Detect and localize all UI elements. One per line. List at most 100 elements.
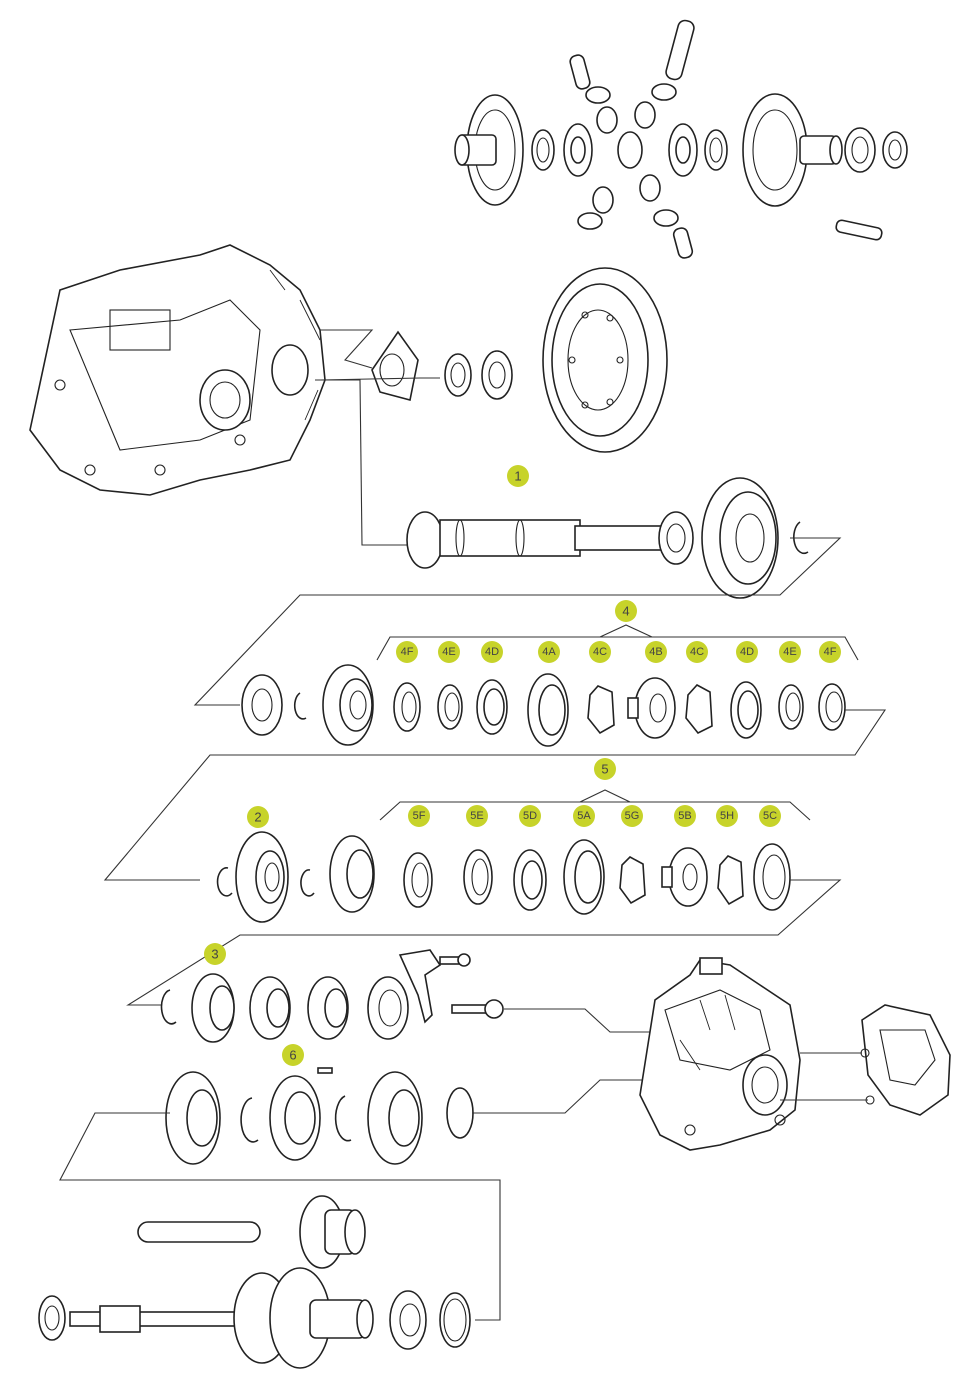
badge-1: 1 (507, 465, 529, 487)
badge-4B: 4B (645, 641, 667, 663)
gear-3 (191, 973, 235, 1043)
final-drive-gear (701, 477, 779, 599)
input-snap-ring (439, 1292, 471, 1348)
svg-text:5A: 5A (577, 810, 591, 822)
badge-5G: 5G (621, 805, 643, 827)
badge-4C-b: 4C (686, 641, 708, 663)
differential-washers (577, 83, 679, 230)
gear-row6-b (367, 1071, 423, 1165)
output-seal (882, 131, 908, 169)
side-gear-right (668, 123, 698, 177)
snap-ring-row5-b (300, 869, 315, 897)
leader-housing-plate (320, 329, 374, 369)
bracket-4 (376, 636, 859, 661)
leader-bolt (504, 1008, 660, 1033)
gear-row4 (322, 664, 374, 746)
svg-text:4F: 4F (401, 646, 414, 658)
svg-text:5: 5 (601, 762, 608, 777)
differential-bearing-right (704, 129, 728, 171)
badge-4E-b: 4E (779, 641, 801, 663)
badge-5C: 5C (759, 805, 781, 827)
svg-text:6: 6 (289, 1048, 296, 1063)
leader-row6-left (59, 1112, 501, 1321)
leader-row4 (103, 709, 887, 881)
snap-ring-row5-a (216, 867, 233, 897)
cluster-gear-small (299, 1195, 366, 1269)
synchro-ring-4E-a (437, 684, 463, 730)
snap-ring-row3 (160, 989, 177, 1025)
planet-gears (592, 101, 661, 214)
gear-row3-c (307, 976, 349, 1040)
badge-5D: 5D (519, 805, 541, 827)
differential-assembly (454, 19, 908, 259)
badge-3: 3 (204, 943, 226, 965)
svg-text:4C: 4C (593, 646, 607, 658)
badge-5: 5 (594, 758, 616, 780)
gear-row5 (329, 835, 375, 913)
bracket-5-stem (579, 789, 631, 803)
gear-row6-a (165, 1071, 221, 1165)
spring-5G (619, 856, 646, 905)
svg-text:5C: 5C (763, 810, 777, 822)
synchro-ring-4F-b (818, 683, 846, 731)
synchro-5D (513, 849, 547, 911)
leader-row6 (472, 1079, 660, 1114)
gear-6 (269, 1075, 321, 1161)
badge-5H: 5H (716, 805, 738, 827)
badge-6: 6 (282, 1044, 304, 1066)
clip-bolt (439, 953, 471, 967)
bracket-5 (379, 801, 811, 821)
bearing-row4 (241, 674, 283, 736)
synchro-ring-4D-b (730, 681, 762, 739)
svg-text:4D: 4D (740, 646, 754, 658)
badge-5A: 5A (573, 805, 595, 827)
pinion-shaft (406, 511, 666, 569)
synchro-sleeve-4A (527, 673, 569, 747)
badge-5B: 5B (674, 805, 696, 827)
spring-5H (717, 855, 744, 906)
badge-2: 2 (247, 806, 269, 828)
output-bearing (844, 127, 876, 173)
synchro-ring-4D-a (476, 679, 508, 735)
gear-row3-b (249, 976, 291, 1040)
synchro-5F (403, 852, 433, 908)
spring-4C-b (685, 683, 713, 735)
snap-ring-row4 (293, 692, 307, 720)
synchro-hub-4B (627, 677, 676, 739)
svg-text:4C: 4C (690, 646, 704, 658)
pinion-bearing (481, 350, 513, 400)
differential-pins (569, 19, 883, 259)
badge-4E-a: 4E (438, 641, 460, 663)
differential-case-right (742, 93, 843, 207)
svg-text:4F: 4F (824, 646, 837, 658)
snap-ring-row6-b (334, 1095, 352, 1142)
synchro-ring-4F-a (393, 682, 421, 732)
snap-ring-row6-a (240, 1097, 259, 1143)
gearbox-case (639, 957, 801, 1151)
synchro-sleeve-5A (563, 839, 605, 915)
svg-text:1: 1 (514, 469, 521, 484)
housing-bolt (451, 999, 504, 1019)
end-cover (860, 1004, 951, 1116)
badge-4F-b: 4F (819, 641, 841, 663)
spring-4C-a (587, 685, 615, 735)
leader-housing-seal (319, 377, 440, 381)
ring-gear (542, 267, 668, 453)
bearing-row3 (367, 976, 409, 1040)
svg-text:5B: 5B (678, 810, 691, 822)
svg-text:4A: 4A (542, 646, 556, 658)
badge-4D-a: 4D (481, 641, 503, 663)
badge-4F-a: 4F (396, 641, 418, 663)
input-bearing (389, 1290, 427, 1350)
key-row6 (317, 1067, 333, 1074)
bearing-clip (398, 949, 442, 1024)
badge-4: 4 (615, 600, 637, 622)
synchro-5C (753, 843, 791, 911)
svg-text:5E: 5E (470, 810, 483, 822)
leader-shaft-1 (193, 537, 842, 706)
differential-bearing-left (531, 129, 555, 171)
side-gear-left (563, 123, 593, 177)
synchro-ring-4E-b (778, 684, 804, 730)
badge-4C-a: 4C (589, 641, 611, 663)
svg-text:5F: 5F (413, 810, 426, 822)
